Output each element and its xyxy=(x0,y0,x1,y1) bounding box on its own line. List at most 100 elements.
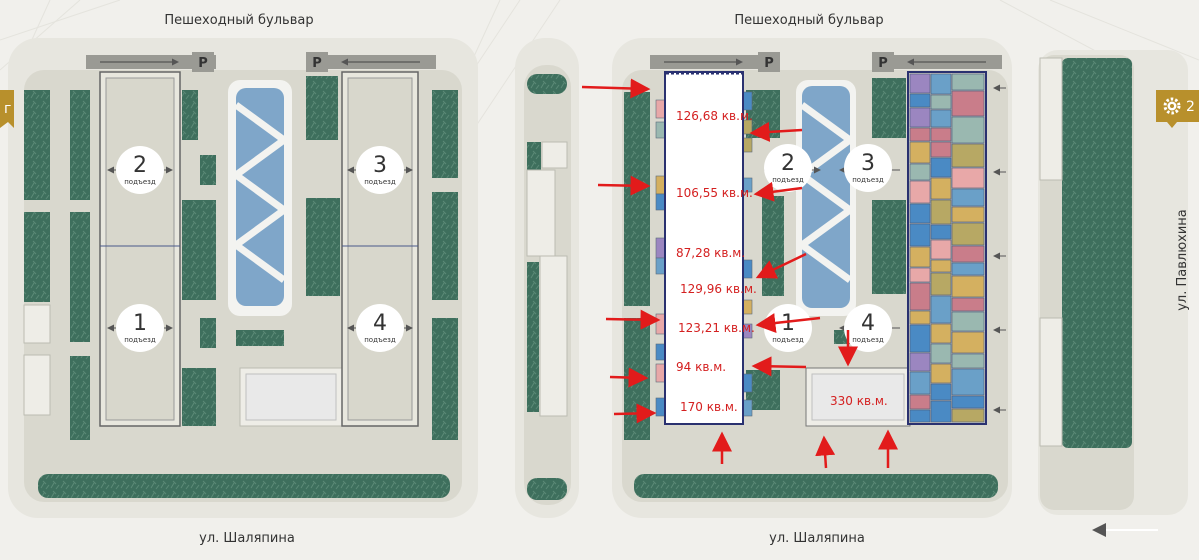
apartment-unit xyxy=(909,223,931,247)
far-right-parking xyxy=(1039,57,1063,447)
apartment-unit xyxy=(930,94,952,110)
apartment-unit xyxy=(930,363,952,384)
area-label-6: 94 кв.м. xyxy=(676,360,726,374)
apartment-unit xyxy=(951,222,985,246)
apartment-unit xyxy=(930,157,952,178)
apartment-unit xyxy=(909,127,931,142)
entrance-right-1: 1 подъезд xyxy=(764,304,812,352)
apartment-unit xyxy=(909,371,931,395)
apartment-unit xyxy=(951,245,985,263)
apartment-unit xyxy=(909,203,931,224)
entrance-label: подъезд xyxy=(364,178,396,186)
apartment-unit xyxy=(951,262,985,276)
apartment-unit xyxy=(930,343,952,364)
entrance-left-4: 4 подъезд xyxy=(347,304,413,352)
apartment-unit xyxy=(930,109,952,128)
entrance-number: 2 xyxy=(133,153,147,178)
apartment-unit xyxy=(951,275,985,298)
apartment-unit xyxy=(909,282,931,311)
right-marker-number: 2 xyxy=(1186,99,1195,115)
apartment-unit xyxy=(930,199,952,225)
entrance-left-3: 3 подъезд xyxy=(347,146,413,194)
middle-strip-items xyxy=(526,74,568,500)
entrance-number: 3 xyxy=(373,153,387,178)
apartment-unit xyxy=(930,127,952,142)
right-building-west-units xyxy=(655,91,753,417)
east-building-side-arrows xyxy=(993,84,1006,414)
parking-label-2: P xyxy=(312,56,322,71)
apartment-unit xyxy=(909,93,931,108)
apartment-unit xyxy=(951,331,985,354)
area-label-4: 129,96 кв.м. xyxy=(680,282,757,296)
parking-strips xyxy=(86,52,1002,72)
left-building-east-roof xyxy=(347,77,413,421)
apartment-unit xyxy=(930,383,952,401)
entrance-label: подъезд xyxy=(124,336,156,344)
street-label-bottom-right: ул. Шаляпина xyxy=(769,531,865,546)
street-label-right-vertical: ул. Павлюхина xyxy=(1175,209,1190,311)
entrance-right-4: 4 подъезд xyxy=(839,304,900,352)
entrance-number: 2 xyxy=(781,151,795,176)
left-edge-marker: г xyxy=(0,90,14,128)
apartment-unit xyxy=(909,73,931,94)
apartment-unit xyxy=(951,395,985,409)
entrance-number: 4 xyxy=(373,311,387,336)
apartment-unit xyxy=(909,324,931,353)
apartment-unit xyxy=(951,368,985,396)
parking-label-1: P xyxy=(198,56,208,71)
left-playground xyxy=(245,373,337,421)
apartment-unit xyxy=(951,408,985,423)
apartment-unit xyxy=(909,394,931,410)
apartment-unit xyxy=(951,206,985,223)
apartment-unit xyxy=(909,107,931,128)
entrance-label: подъезд xyxy=(852,176,884,184)
parking-label-4: P xyxy=(878,56,888,71)
apartment-unit xyxy=(909,352,931,372)
apartment-unit xyxy=(951,116,985,144)
entrance-number: 1 xyxy=(133,311,147,336)
area-label-2: 106,55 кв.м. xyxy=(676,186,753,200)
street-label-bottom-left: ул. Шаляпина xyxy=(199,531,295,546)
apartment-unit xyxy=(909,409,931,423)
apartment-unit xyxy=(930,73,952,95)
apartment-unit xyxy=(909,180,931,204)
right-pool-path xyxy=(796,102,856,283)
apartment-unit xyxy=(951,353,985,369)
apartment-unit xyxy=(909,267,931,283)
area-label-1: 126,68 кв.м. xyxy=(676,109,753,123)
apartment-unit xyxy=(930,141,952,158)
area-label-8: 330 кв.м. xyxy=(830,394,888,408)
right-building-east-units xyxy=(909,73,985,423)
apartment-unit xyxy=(951,167,985,189)
entrance-left-2: 2 подъезд xyxy=(107,146,173,194)
apartment-unit xyxy=(909,141,931,164)
apartment-unit xyxy=(930,259,952,273)
apartment-unit xyxy=(930,295,952,324)
apartment-unit xyxy=(951,73,985,91)
apartment-unit xyxy=(930,272,952,296)
apartment-unit xyxy=(909,246,931,268)
entrance-right-2: 2 подъезд xyxy=(764,144,821,192)
right-playground-inner xyxy=(811,373,905,421)
entrance-label: подъезд xyxy=(124,178,156,186)
entrance-right-3: 3 подъезд xyxy=(839,144,900,192)
apartment-unit xyxy=(930,177,952,200)
street-label-top-left: Пешеходный бульвар xyxy=(164,13,313,28)
left-edge-marker-text: г xyxy=(4,101,11,117)
entrance-label: подъезд xyxy=(852,336,884,344)
apartment-unit xyxy=(930,239,952,260)
apartment-unit xyxy=(930,400,952,423)
red-arrows xyxy=(581,78,898,469)
apartment-unit xyxy=(951,90,985,117)
left-building-west-roof xyxy=(105,77,175,421)
left-pool-path xyxy=(230,102,290,283)
apartment-unit xyxy=(930,224,952,240)
entrance-left-1: 1 подъезд xyxy=(107,304,173,352)
area-label-3: 87,28 кв.м. xyxy=(676,246,745,260)
apartment-unit xyxy=(951,311,985,332)
right-map-marker[interactable]: 2 xyxy=(1156,90,1199,128)
area-label-7: 170 кв.м. xyxy=(680,400,738,414)
parking-label-3: P xyxy=(764,56,774,71)
